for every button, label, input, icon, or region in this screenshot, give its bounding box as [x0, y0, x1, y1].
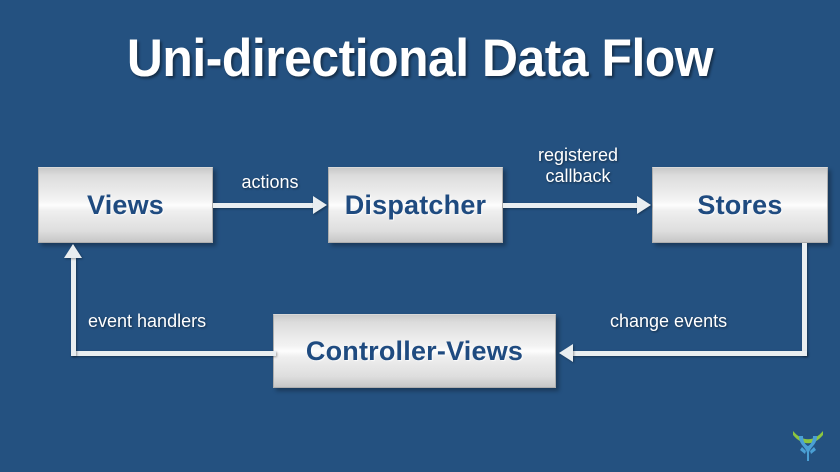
node-views[interactable]: Views — [38, 167, 213, 243]
connector-controller-views-to-views-horizontal — [71, 351, 276, 356]
edge-label-event-handlers: event handlers — [88, 311, 207, 331]
node-controller-views[interactable]: Controller-Views — [273, 314, 556, 388]
logo-leg-left-icon — [800, 447, 806, 454]
arrowhead-stores-to-controller-views — [559, 344, 573, 362]
page-title: Uni-directional Data Flow — [126, 29, 714, 88]
node-views-label: Views — [86, 189, 165, 220]
edge-label-actions: actions — [241, 172, 299, 192]
edge-label-change-events: change events — [610, 311, 728, 331]
arrowhead-controller-views-to-views — [64, 244, 82, 258]
logo-figure-icon — [799, 436, 817, 461]
node-stores[interactable]: Stores — [652, 167, 828, 243]
arrowhead-views-to-dispatcher — [313, 196, 327, 214]
connector-views-to-dispatcher-line — [213, 203, 315, 208]
node-dispatcher-label: Dispatcher — [344, 189, 487, 220]
logo-arc-icon — [793, 431, 823, 444]
company-logo — [793, 431, 823, 461]
connector-stores-to-controller-views-horizontal — [573, 351, 807, 356]
node-controller-views-label: Controller-Views — [305, 335, 524, 366]
edge-label-registered-callback: registered callback — [537, 145, 619, 186]
connector-controller-views-to-views-vertical — [71, 258, 76, 356]
node-dispatcher[interactable]: Dispatcher — [328, 167, 503, 243]
logo-leg-right-icon — [810, 447, 816, 454]
node-stores-label: Stores — [697, 189, 783, 220]
arrowhead-dispatcher-to-stores — [637, 196, 651, 214]
connector-dispatcher-to-stores-line — [503, 203, 639, 208]
connector-stores-to-controller-views-vertical — [802, 243, 807, 356]
